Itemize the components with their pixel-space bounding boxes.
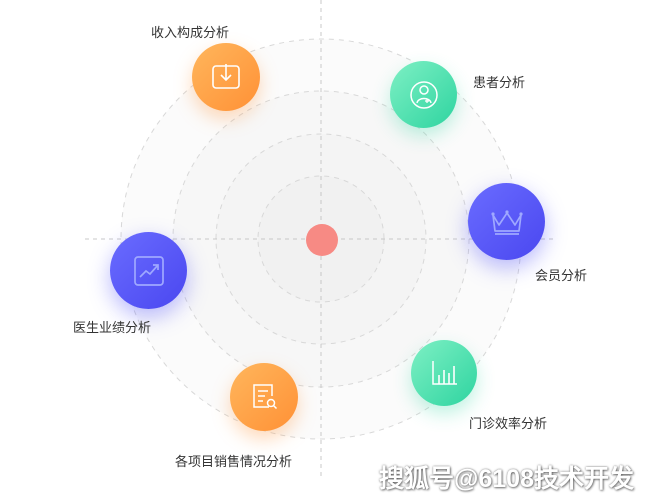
doctor-node[interactable] [110,232,187,309]
doctor-label: 医生业绩分析 [73,320,152,335]
patient-label: 患者分析 [473,75,526,90]
trend-chart-icon [133,255,164,286]
patient-icon [409,80,438,109]
member-label: 会员分析 [535,268,588,283]
watermark-text: 搜狐号@6108技术开发 [379,465,634,493]
download-box-icon [212,64,240,89]
center-dot [306,224,338,256]
sales-label: 各项目销售情况分析 [175,454,293,469]
member-node[interactable] [468,183,545,260]
clinic-node[interactable] [411,340,477,406]
clinic-label: 门诊效率分析 [469,416,548,431]
sales-node[interactable] [230,363,298,431]
patient-node[interactable] [390,61,457,128]
bar-chart-icon [432,361,457,385]
income-label: 收入构成分析 [151,25,230,40]
report-search-icon [253,384,278,410]
crown-icon [490,209,523,235]
income-node[interactable] [192,43,260,111]
